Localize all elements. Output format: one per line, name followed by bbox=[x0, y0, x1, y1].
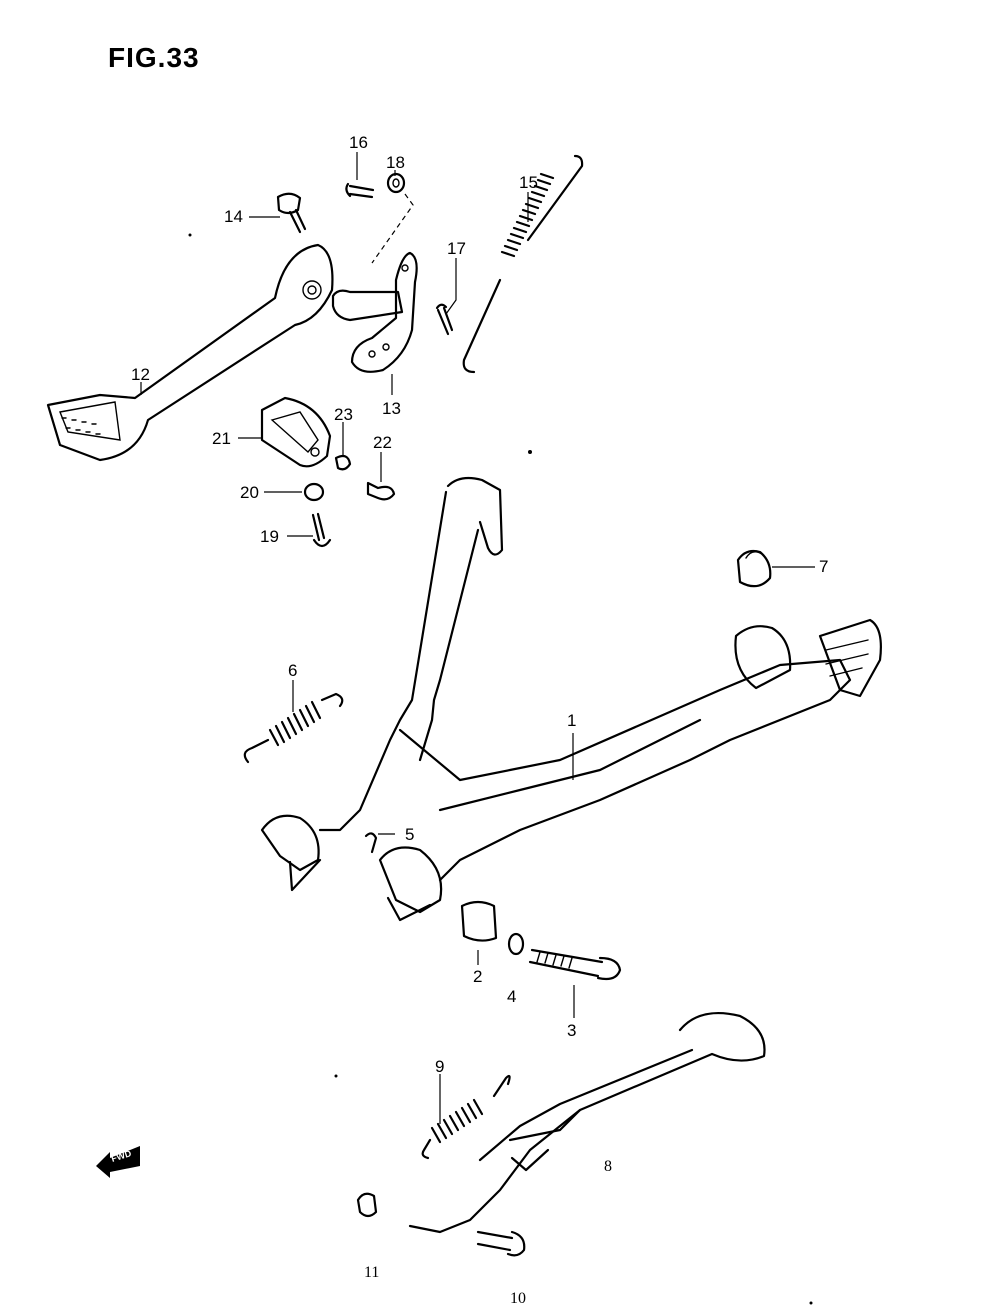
callout-1: 1 bbox=[567, 711, 577, 730]
washer-4 bbox=[507, 932, 525, 956]
callout-13: 13 bbox=[382, 399, 401, 418]
callout-21: 21 bbox=[212, 429, 231, 448]
center-stand bbox=[260, 476, 882, 922]
bolt-19 bbox=[311, 512, 332, 548]
callout-7: 7 bbox=[819, 557, 829, 576]
nut-20 bbox=[303, 482, 325, 502]
callout-17: 17 bbox=[447, 239, 466, 258]
stand-bolt bbox=[528, 948, 622, 981]
pedal-cover bbox=[260, 396, 332, 468]
callout-20: 20 bbox=[240, 483, 259, 502]
callout-16: 16 bbox=[349, 133, 368, 152]
leader-lines bbox=[140, 152, 815, 1124]
callout-14: 14 bbox=[224, 207, 243, 226]
retaining-clip bbox=[364, 832, 378, 854]
forward-arrow-icon bbox=[96, 1146, 140, 1178]
brake-return-spring bbox=[462, 154, 584, 374]
figure-title: FIG.33 bbox=[108, 42, 200, 73]
callout-11: 11 bbox=[364, 1264, 380, 1281]
print-specks bbox=[188, 233, 813, 1305]
callout-9: 9 bbox=[435, 1057, 445, 1076]
brake-arm bbox=[331, 251, 418, 373]
pivot-bolt bbox=[276, 192, 307, 234]
callout-10: 10 bbox=[510, 1290, 526, 1307]
clevis-pin bbox=[345, 182, 375, 199]
collar-spacer bbox=[460, 900, 498, 942]
brake-pedal-lever bbox=[46, 243, 334, 462]
callout-12: 12 bbox=[131, 365, 150, 384]
callout-22: 22 bbox=[373, 433, 392, 452]
lock-washer-23 bbox=[334, 454, 352, 471]
washer-18 bbox=[386, 172, 406, 194]
callout-8: 8 bbox=[604, 1158, 612, 1175]
callout-6: 6 bbox=[288, 661, 298, 680]
callout-3: 3 bbox=[567, 1021, 577, 1040]
cotter-pin bbox=[435, 303, 454, 336]
side-stand-spring bbox=[421, 1074, 511, 1160]
nut-11 bbox=[356, 1192, 378, 1218]
stand-spring bbox=[243, 692, 344, 764]
callout-5: 5 bbox=[405, 825, 415, 844]
callout-4: 4 bbox=[507, 987, 517, 1006]
callout-2: 2 bbox=[473, 967, 483, 986]
callout-19: 19 bbox=[260, 527, 279, 546]
bolt-10 bbox=[476, 1230, 526, 1257]
callout-15: 15 bbox=[519, 173, 538, 192]
side-stand bbox=[408, 1012, 766, 1234]
callout-18: 18 bbox=[386, 153, 405, 172]
assembly-line-18 bbox=[371, 193, 414, 264]
screw-22 bbox=[366, 481, 396, 501]
callout-23: 23 bbox=[334, 405, 353, 424]
stopper-cap bbox=[736, 549, 772, 588]
